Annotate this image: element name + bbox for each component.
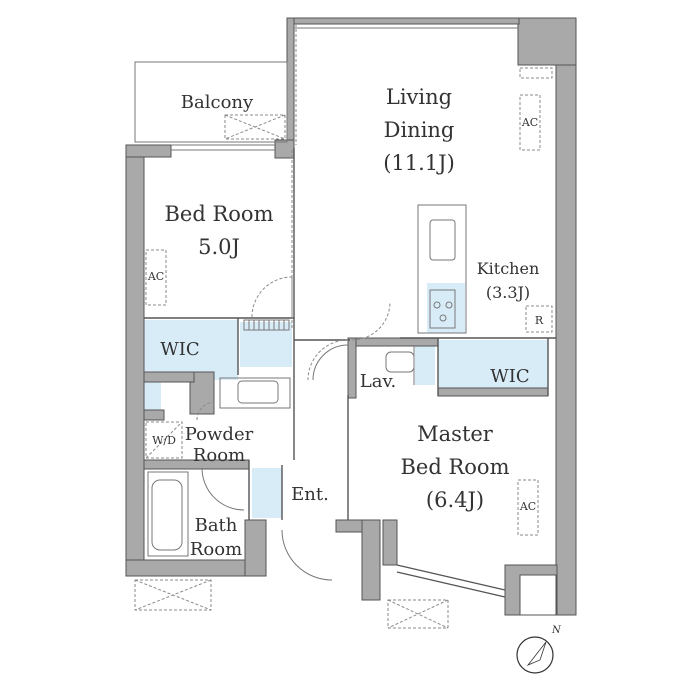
fridge-label: R — [535, 314, 544, 327]
ac-living-box — [519, 94, 541, 151]
powder-label-line2: Room — [193, 445, 245, 466]
entrance-label: Ent. — [291, 484, 329, 505]
living-label-line2: Dining — [384, 118, 455, 142]
powder-sink — [219, 377, 291, 409]
door-swings — [196, 276, 391, 581]
lav-label: Lav. — [360, 371, 396, 392]
bathtub — [147, 471, 189, 557]
ac-bedroom-box — [145, 249, 167, 306]
bath-label-line2: Room — [190, 539, 242, 560]
ac-master-box — [517, 479, 539, 536]
master-size: (6.4J) — [426, 488, 484, 512]
lav-counter-fill — [415, 345, 435, 385]
kitchen-size: (3.3J) — [486, 283, 530, 302]
living-label-line1: Living — [386, 85, 452, 109]
ac-master-label: AC — [519, 500, 536, 513]
bedroom-size: 5.0J — [198, 235, 240, 259]
kitchen-counter — [417, 204, 467, 334]
bath-label-line1: Bath — [195, 515, 238, 536]
ac-living-label: AC — [521, 116, 538, 129]
bedroom-label: Bed Room — [165, 202, 274, 226]
wic-right-fill — [438, 340, 548, 395]
compass-north-label: N — [551, 625, 562, 636]
master-label-line2: Bed Room — [401, 455, 510, 479]
balcony — [134, 61, 288, 151]
closet-rail — [243, 319, 290, 331]
wic-right-label: WIC — [490, 366, 529, 387]
inner-walls — [144, 148, 556, 598]
ac-bedroom-label: AC — [147, 270, 164, 283]
living-shelf — [519, 67, 553, 79]
washer-box — [145, 421, 183, 459]
kitchen-sink-fill — [427, 283, 465, 333]
living-size: (11.1J) — [383, 151, 455, 175]
compass-icon: N — [516, 625, 562, 674]
powder-label-line1: Powder — [185, 424, 254, 445]
washer-label: W/D — [152, 434, 176, 447]
fridge-box — [525, 305, 553, 333]
outer-walls — [125, 17, 577, 616]
wic-left-label: WIC — [160, 339, 199, 360]
kitchen-label: Kitchen — [477, 259, 540, 278]
master-label-line1: Master — [417, 422, 494, 446]
wic-left-fill — [143, 320, 238, 380]
balcony-label: Balcony — [181, 92, 254, 113]
lav-sink — [385, 345, 415, 385]
small-storage-fill — [143, 382, 161, 410]
shoe-closet-fill — [252, 468, 282, 518]
